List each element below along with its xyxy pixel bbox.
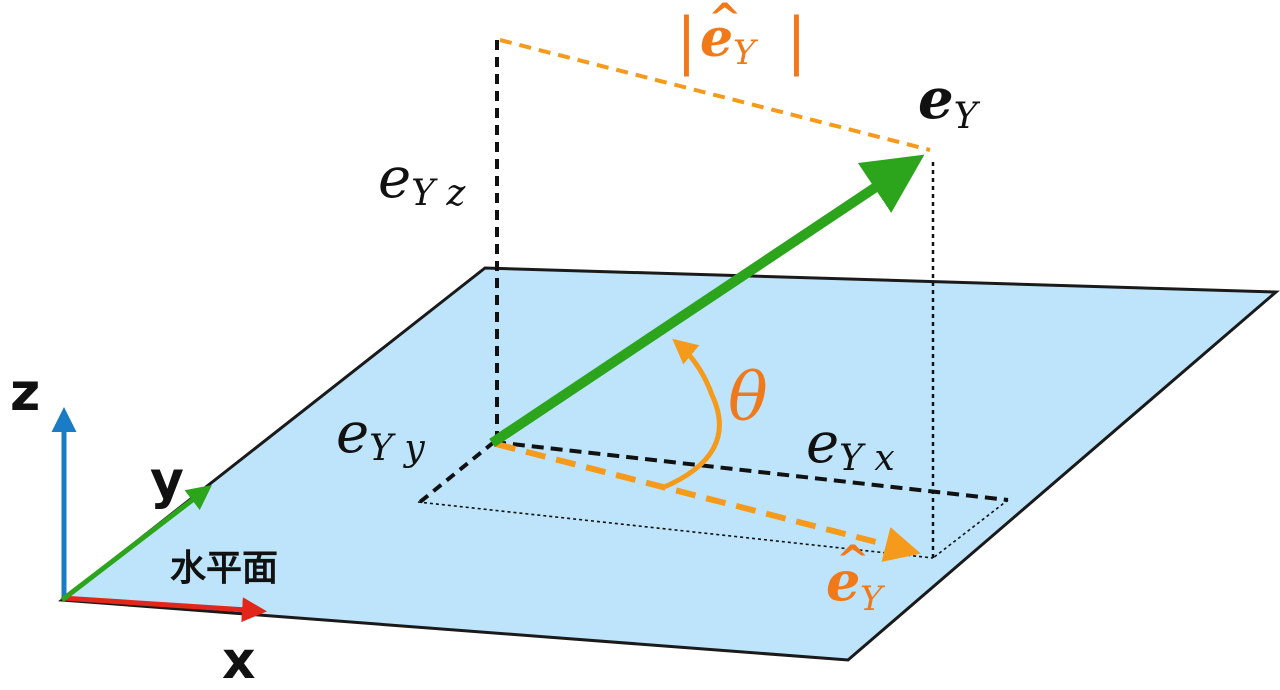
projection-hat: ^ [836,537,870,584]
projection-sub: Y [860,579,886,619]
x-component-label: eY x [806,411,895,479]
norm-base: e [700,8,733,69]
norm-label: | ^ e Y | [676,0,807,77]
projection-label: ^ e Y [826,537,886,619]
norm-hat: ^ [708,0,742,42]
x-component-line [493,440,1009,502]
x-component-sub: Y x [839,438,895,479]
angle-arc [661,338,722,491]
z-component-label: eY z [378,146,466,214]
vector-label-base: e [918,66,954,132]
projection-base: e [826,549,860,613]
projection-guide-right [932,499,1009,559]
x-component-base: e [806,411,839,476]
y-axis-label: y [150,451,184,511]
norm-bar-right: | [786,4,807,77]
vector-label-sub: Y [954,96,981,137]
y-component-base: e [336,401,369,466]
norm-line [499,38,931,152]
projection-guide-back [417,501,934,559]
projection-vector [495,441,921,562]
y-axis [60,484,212,602]
vector-label: eY [918,66,981,137]
z-component-base: e [378,146,411,211]
x-axis [61,595,267,623]
y-component-label: eY y [336,401,425,469]
norm-bar-left: | [676,4,697,77]
norm-sub: Y [733,33,759,73]
z-axis-label: z [10,363,40,423]
angle-symbol: θ [728,359,768,436]
x-axis-label: x [222,631,256,690]
z-component-sub: Y z [411,173,466,214]
plane-label: 水平面 [170,548,278,589]
main-vector [489,154,925,448]
y-component-sub: Y y [369,428,425,469]
